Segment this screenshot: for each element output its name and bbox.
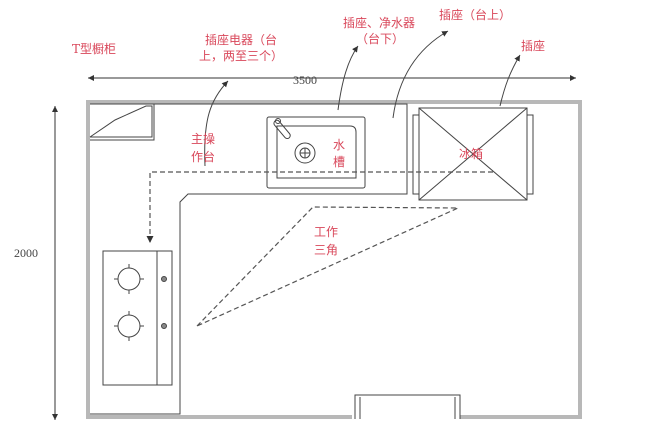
corner-cabinet	[89, 103, 155, 141]
leader-arrow-counter-outlet	[392, 30, 449, 119]
label-outlet-appliances-2: 上，两至三个）	[199, 49, 283, 63]
label-outlet-counter: 插座（台上）	[439, 7, 511, 22]
leader-arrow-appliances	[204, 80, 229, 167]
stove	[102, 250, 173, 386]
leader-arrow-purifier	[337, 45, 359, 111]
label-outlet-appliances: 插座电器（台	[205, 32, 277, 47]
work-triangle	[196, 206, 459, 327]
room-wall	[86, 100, 582, 419]
diagram-title: T型橱柜	[72, 42, 116, 56]
label-main-counter: 主操	[191, 131, 215, 146]
label-outlet-purifier-2: （台下）	[356, 31, 404, 46]
fridge	[412, 107, 534, 201]
label-main-counter-2: 作台	[191, 149, 215, 164]
label-outlet-fridge: 插座	[521, 38, 545, 53]
height-label: 2000	[14, 246, 38, 260]
label-outlet-purifier: 插座、净水器	[343, 15, 415, 30]
label-work-triangle-2: 三角	[314, 243, 338, 257]
leader-arrow-fridge-outlet	[499, 54, 521, 107]
label-work-triangle: 工作	[314, 225, 338, 239]
burner	[117, 314, 141, 338]
width-label: 3500	[293, 73, 317, 87]
door	[352, 394, 461, 419]
sink	[266, 116, 366, 189]
work-path-dashed	[146, 171, 493, 243]
label-sink: 水	[333, 138, 345, 152]
label-sink-2: 槽	[333, 155, 345, 169]
burner	[117, 267, 141, 291]
countertop	[90, 103, 408, 415]
label-fridge: 冰箱	[459, 146, 483, 161]
